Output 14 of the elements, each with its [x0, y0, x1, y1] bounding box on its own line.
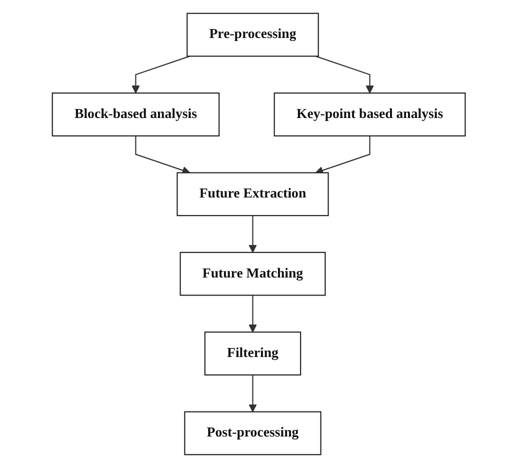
arrow: [132, 56, 190, 94]
arrow: [248, 295, 257, 332]
arrow: [316, 56, 374, 94]
node-box: Block-based analysis: [52, 92, 220, 136]
node-box: Key-point based analysis: [274, 92, 466, 136]
arrow: [135, 136, 190, 174]
node-box: Filtering: [204, 332, 302, 376]
node-box: Future Extraction: [176, 172, 330, 216]
node-box: Pre-processing: [186, 12, 320, 57]
node-box: Post-processing: [184, 411, 322, 456]
node-box: Future Matching: [180, 252, 326, 296]
arrow: [248, 374, 257, 412]
arrow: [248, 216, 257, 253]
arrow: [316, 136, 371, 174]
